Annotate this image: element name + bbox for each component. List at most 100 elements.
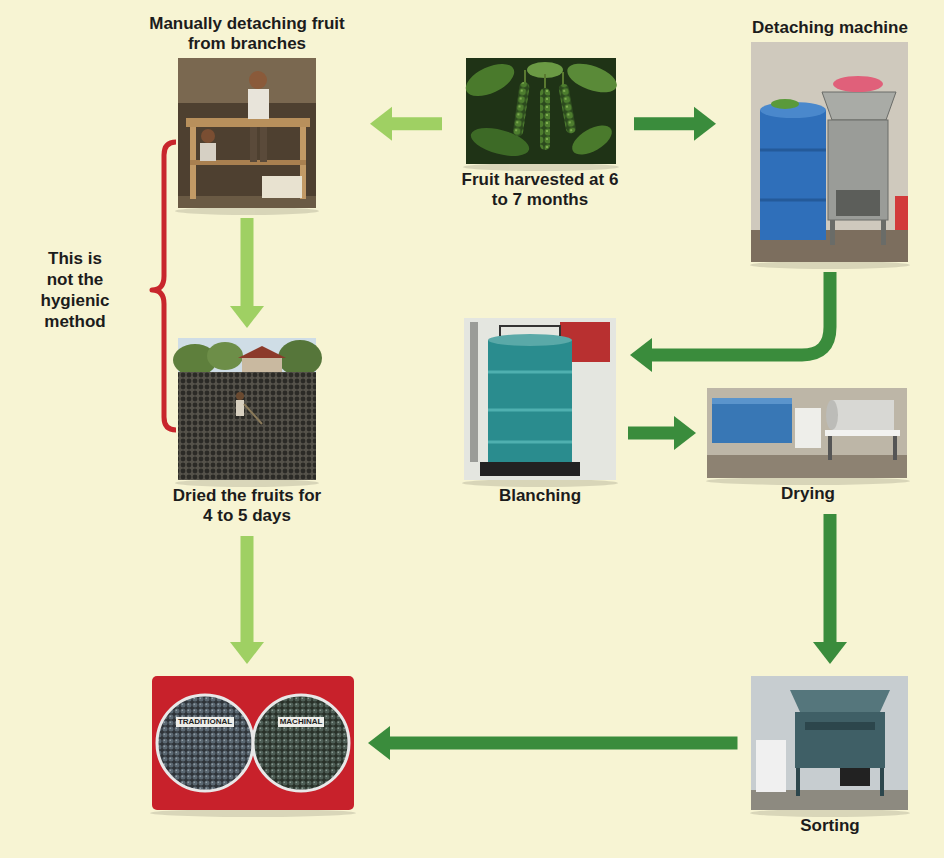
sun-drying-photo-part xyxy=(242,357,282,372)
process-step: Blanching xyxy=(464,318,616,506)
drying-photo-part xyxy=(832,400,894,430)
arrow-head xyxy=(630,338,652,372)
manual-detaching-photo-part xyxy=(178,58,316,103)
pepper-plant-photo-part xyxy=(563,58,620,98)
process-step: Detaching machine xyxy=(730,18,930,262)
flow-arrow xyxy=(634,107,716,141)
peppercorn-samples-photo-part xyxy=(152,676,354,810)
peppercorn-samples-photo-part xyxy=(157,695,253,791)
sun-drying-photo-part xyxy=(238,346,286,358)
drying-photo xyxy=(707,388,907,478)
detaching-machine-photo-part xyxy=(836,190,880,216)
blanching-photo-part xyxy=(488,372,572,442)
detaching-machine-photo-part xyxy=(881,220,886,245)
sorting-photo-part xyxy=(798,768,882,796)
sample-label: MACHINAL xyxy=(278,717,325,727)
sun-drying-photo-part xyxy=(178,372,316,480)
peppercorn-samples-photo-part xyxy=(253,695,349,791)
flow-arrow xyxy=(230,218,264,328)
process-step: TRADITIONAL MACHINAL xyxy=(152,676,354,810)
pepper-plant-photo xyxy=(461,57,621,164)
arrow-shaft xyxy=(824,514,837,643)
detaching-machine-photo-part xyxy=(830,220,835,245)
arrow-shaft xyxy=(391,117,442,130)
sun-drying-photo xyxy=(173,338,322,480)
flow-arrow xyxy=(630,272,830,372)
drying-photo-part xyxy=(712,398,792,443)
detaching-machine-photo xyxy=(751,42,908,262)
arrow-head xyxy=(674,416,696,450)
process-step: Manually detaching fruit from branches xyxy=(142,14,352,208)
sorting-photo-part xyxy=(751,676,908,810)
arrow-head xyxy=(230,306,264,328)
detaching-machine-photo-part xyxy=(895,196,908,230)
flow-arrow xyxy=(368,726,738,760)
photo-shadows-part xyxy=(175,207,319,215)
photo-shadows-part xyxy=(462,479,618,487)
step-caption: Detaching machine xyxy=(730,18,930,38)
arrow-head xyxy=(368,726,390,760)
sorting-photo-part xyxy=(840,768,870,786)
blanching-photo-part xyxy=(500,326,560,336)
manual-detaching-photo-part xyxy=(178,58,316,208)
arrow-head xyxy=(813,642,847,664)
detaching-machine-photo-part xyxy=(751,42,908,262)
flow-arrow xyxy=(628,416,696,450)
manual-detaching-photo-part xyxy=(201,129,215,143)
sorting-photo-part xyxy=(790,690,890,712)
manual-detaching-photo-part xyxy=(200,143,216,161)
flow-arrow xyxy=(230,536,264,664)
blanching-photo-part xyxy=(488,340,572,464)
flow-arrow xyxy=(370,107,442,141)
manual-detaching-photo-part xyxy=(260,127,267,162)
manual-detaching-photo-part xyxy=(186,118,310,127)
arrow-head xyxy=(694,107,716,141)
drying-photo-part xyxy=(707,388,907,478)
process-step: Drying xyxy=(708,388,908,504)
sample-label: TRADITIONAL xyxy=(176,717,234,727)
photo-shadows-part xyxy=(150,809,356,817)
arrow-head xyxy=(230,642,264,664)
drying-photo-part xyxy=(825,430,900,436)
sorting-photo-part xyxy=(751,790,908,810)
photo-shadows xyxy=(150,163,910,817)
step-caption: Fruit harvested at 6 to 7 months xyxy=(460,170,620,210)
blanching-photo-part xyxy=(480,462,580,476)
drying-photo-part xyxy=(795,408,821,448)
sun-drying-photo-part xyxy=(244,404,262,424)
pepper-plant-photo-part xyxy=(540,88,550,150)
sun-drying-photo-part xyxy=(236,392,244,400)
process-step: Fruit harvested at 6 to 7 months xyxy=(460,58,620,210)
manual-detaching-photo-part xyxy=(250,127,257,162)
sun-drying-photo-part xyxy=(207,342,243,370)
process-step: Sorting xyxy=(752,676,909,836)
process-step: Dried the fruits for 4 to 5 days xyxy=(172,338,322,526)
drying-photo-part xyxy=(707,455,907,478)
detaching-machine-photo-part xyxy=(822,92,896,120)
detaching-machine-photo-part xyxy=(771,99,799,109)
detaching-machine-photo-part xyxy=(760,110,826,240)
drying-photo-part xyxy=(893,436,897,460)
step-caption: Manually detaching fruit from branches xyxy=(142,14,352,54)
sorting-photo-part xyxy=(805,722,875,730)
detaching-machine-photo-part xyxy=(760,150,826,200)
bracket xyxy=(152,142,176,430)
photo-shadows-part xyxy=(175,479,319,487)
photo-shadows-part xyxy=(706,477,910,485)
detaching-machine-photo-part xyxy=(828,120,888,220)
pepper-plant-photo-part xyxy=(512,81,530,137)
step-caption: Blanching xyxy=(464,486,616,506)
blanching-photo-part xyxy=(464,318,616,480)
step-caption: Sorting xyxy=(755,816,905,836)
drying-photo-part xyxy=(712,398,792,404)
manual-detaching-photo-part xyxy=(248,89,269,119)
pepper-plant-photo-part xyxy=(525,70,563,90)
manual-detaching-photo-part xyxy=(262,176,302,198)
step-caption: Drying xyxy=(748,484,868,504)
detaching-machine-photo-part xyxy=(833,76,883,92)
arrow-shaft xyxy=(389,737,738,750)
